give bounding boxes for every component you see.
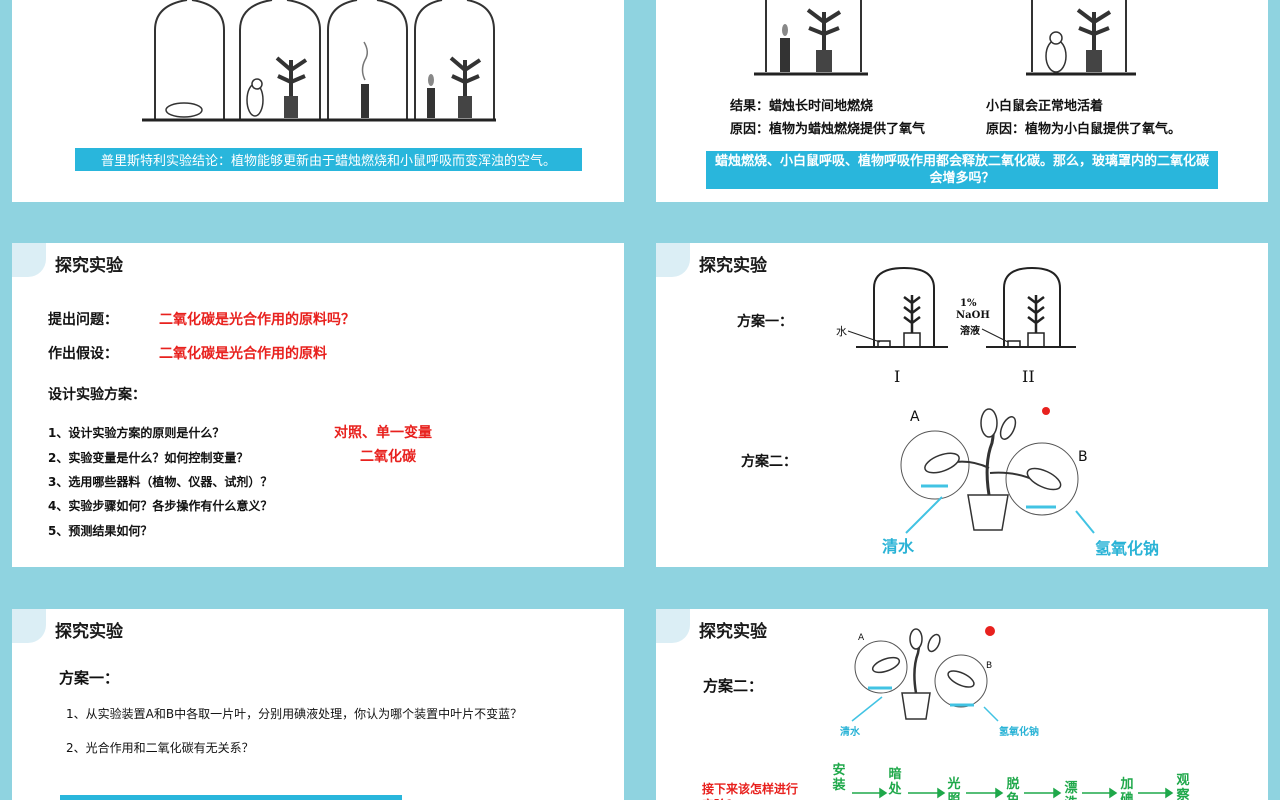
co2-question-banner: 蜡烛燃烧、小白鼠呼吸、植物呼吸作用都会释放二氧化碳。那么，玻璃罩内的二氧化碳会增…: [706, 151, 1218, 189]
title-tab-decoration: [12, 243, 46, 277]
hypothesis-label: 作出假设：: [48, 346, 118, 362]
slide-title: 探究实验: [55, 622, 123, 642]
next-step-prompt: 接下来该怎样进行实验？: [702, 782, 799, 800]
conclusion-banner: 普里斯特利实验结论：植物能够更新由于蜡烛燃烧和小鼠呼吸而变浑浊的空气。: [75, 148, 582, 171]
plant-ab-diagram: [851, 626, 1174, 799]
flow-step-light: 光照: [947, 777, 961, 800]
reason-right: 原因：植物为小白鼠提供了氧气。: [986, 122, 1182, 137]
slide-title: 探究实验: [55, 256, 123, 276]
label-a: A: [858, 633, 865, 643]
result-left: 结果：蜡烛长时间地燃烧: [730, 99, 874, 114]
bell-jar-apparatus-diagram: [847, 266, 1095, 534]
naoh-label: 氢氧化钠: [999, 727, 1039, 738]
bell-jar-illustration: [142, 0, 496, 122]
design-item: 1、设计实验方案的原则是什么？: [48, 426, 225, 440]
answer-banner: [60, 795, 402, 800]
result-right: 小白鼠会正常地活着: [986, 99, 1104, 114]
slide-priestley-experiment: 普里斯特利实验结论：植物能够更新由于蜡烛燃烧和小鼠呼吸而变浑浊的空气。: [12, 0, 624, 202]
naoh-solution: 溶液: [960, 326, 980, 337]
label-b: B: [986, 661, 993, 671]
flow-step-rinse: 漂洗: [1064, 781, 1078, 800]
answer-principle: 对照、单一变量: [334, 425, 432, 441]
flow-step-dark: 暗处: [888, 767, 902, 797]
design-item: 2、实验变量是什么？如何控制变量？: [48, 451, 249, 465]
question-value: 二氧化碳是光合作用的原料吗？: [159, 312, 355, 328]
design-item: 3、选用哪些器料（植物、仪器、试剂）？: [48, 475, 273, 489]
flow-step-install: 安装: [832, 763, 846, 793]
naoh-label: 氢氧化钠: [1095, 539, 1160, 558]
sun-icon: [985, 626, 995, 636]
clear-water-label: 清水: [882, 537, 915, 556]
flow-step-iodine: 加碘: [1120, 777, 1134, 800]
apparatus-numeral-1: I: [894, 367, 901, 386]
question-1: 1、从实验装置A和B中各取一片叶，分别用碘液处理，你认为哪个装置中叶片不变蓝？: [66, 707, 523, 721]
water-label: 水: [836, 325, 847, 338]
plan2-label: 方案二：: [703, 677, 764, 695]
co2-question-text: 蜡烛燃烧、小白鼠呼吸、植物呼吸作用都会释放二氧化碳。那么，玻璃罩内的二氧化碳会增…: [714, 154, 1209, 186]
label-a: A: [910, 409, 920, 425]
slide-title: 探究实验: [699, 256, 767, 276]
label-b: B: [1078, 449, 1088, 465]
slide-candle-mouse-results: 结果：蜡烛长时间地燃烧 原因：植物为蜡烛燃烧提供了氧气 小白鼠会正常地活着 原因…: [656, 0, 1268, 202]
sun-icon: [1042, 407, 1050, 415]
naoh-percent: 1%: [960, 298, 977, 309]
jar-illustrations: [754, 0, 1136, 76]
design-item: 5、预测结果如何？: [48, 524, 153, 538]
reason-left: 原因：植物为蜡烛燃烧提供了氧气: [730, 122, 926, 137]
title-tab-decoration: [12, 609, 46, 643]
apparatus-numeral-2: II: [1022, 367, 1035, 386]
title-tab-decoration: [656, 609, 690, 643]
slide-plan2-procedure: 探究实验 方案二： A B 清水 氢氧化钠 接下来该怎样进行实验？ 安装 暗处 …: [656, 609, 1268, 800]
flow-step-observe: 观察: [1176, 773, 1190, 800]
design-label: 设计实验方案：: [48, 387, 146, 403]
clear-water-label: 清水: [840, 727, 860, 738]
slide-plan1-questions: 探究实验 方案一： 1、从实验装置A和B中各取一片叶，分别用碘液处理，你认为哪个…: [12, 609, 624, 800]
answer-variable: 二氧化碳: [360, 449, 416, 465]
question-2: 2、光合作用和二氧化碳有无关系？: [66, 741, 254, 755]
title-tab-decoration: [656, 243, 690, 277]
plan2-label: 方案二：: [741, 454, 797, 470]
question-label: 提出问题：: [48, 312, 118, 328]
naoh-formula: NaOH: [956, 310, 990, 321]
slide-inquiry-design: 探究实验 提出问题： 二氧化碳是光合作用的原料吗？ 作出假设： 二氧化碳是光合作…: [12, 243, 624, 567]
hypothesis-value: 二氧化碳是光合作用的原料: [159, 346, 327, 362]
slide-title: 探究实验: [699, 622, 767, 642]
plan1-label: 方案一：: [59, 669, 120, 687]
slide-plans-diagram: 探究实验 方案一： 方案二： 水 1% NaOH 溶: [656, 243, 1268, 567]
conclusion-text: 普里斯特利实验结论：植物能够更新由于蜡烛燃烧和小鼠呼吸而变浑浊的空气。: [100, 154, 556, 169]
design-item: 4、实验步骤如何？各步操作有什么意义？: [48, 499, 273, 513]
mouse-icon: [165, 102, 203, 118]
flow-step-decolor: 脱色: [1006, 777, 1020, 800]
mouse-icon: [1045, 39, 1067, 73]
plan1-label: 方案一：: [737, 314, 793, 330]
